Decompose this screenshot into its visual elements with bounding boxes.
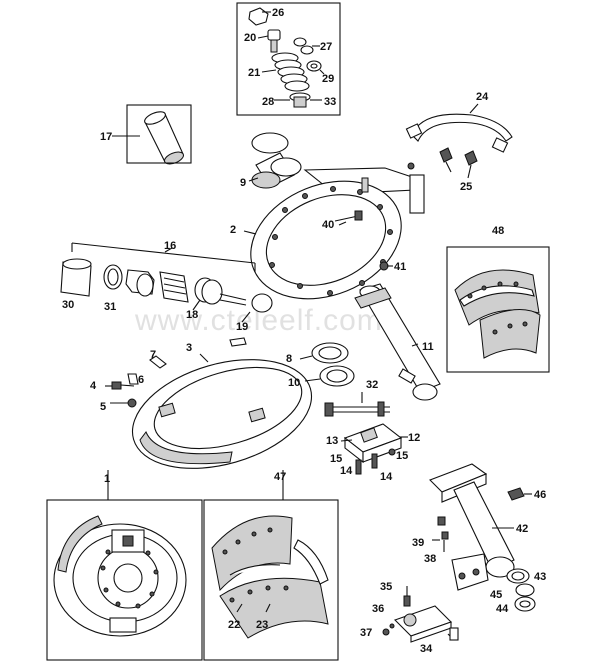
callout-43: 43: [534, 571, 546, 583]
callout-46: 46: [534, 489, 546, 501]
callout-26: 26: [272, 7, 284, 19]
callout-2: 2: [230, 224, 236, 236]
part-2-spider-plate: [243, 162, 425, 300]
callout-41: 41: [394, 261, 406, 273]
callout-14b: 14: [380, 471, 393, 483]
callout-42: 42: [516, 523, 528, 535]
callout-8: 8: [286, 353, 292, 365]
part-47-linings-box: [203, 470, 339, 661]
callout-11: 11: [422, 341, 434, 353]
callout-44: 44: [496, 603, 509, 615]
callout-19: 19: [236, 321, 248, 333]
detail-box-top: [236, 2, 341, 116]
part-17-bushing: [112, 104, 192, 165]
callout-16: 16: [164, 240, 176, 252]
part-9-sleeve: [248, 132, 302, 189]
callout-40: 40: [322, 219, 334, 231]
small-parts-4-7: [105, 337, 247, 408]
callout-6: 6: [138, 374, 144, 386]
callout-12: 12: [408, 432, 420, 444]
callout-29: 29: [322, 73, 334, 85]
parts-34-39-adjuster: [382, 516, 459, 643]
callout-14a: 14: [340, 465, 353, 477]
part-16-assembly: [60, 242, 273, 323]
callout-38: 38: [424, 553, 436, 565]
callout-39: 39: [412, 537, 424, 549]
part-11-camshaft: [354, 283, 441, 401]
callout-7: 7: [150, 349, 156, 361]
callout-37: 37: [360, 627, 372, 639]
callout-20: 20: [244, 32, 256, 44]
callout-9: 9: [240, 177, 246, 189]
callout-24: 24: [476, 91, 489, 103]
callout-1: 1: [104, 473, 110, 485]
callout-23: 23: [256, 619, 268, 631]
callout-27: 27: [320, 41, 332, 53]
callout-13: 13: [326, 435, 338, 447]
callout-33: 33: [324, 96, 336, 108]
callout-4: 4: [90, 380, 97, 392]
callout-25: 25: [460, 181, 472, 193]
callout-36: 36: [372, 603, 384, 615]
callout-30: 30: [62, 299, 74, 311]
callout-labels: 1 2 3 4 5 6 7 8 9 10 11 12 13 14 14 15 1…: [62, 7, 546, 655]
part-24-clamp: [405, 103, 513, 153]
part-25-fittings: [439, 147, 478, 179]
callout-31: 31: [104, 301, 116, 313]
callout-5: 5: [100, 401, 106, 413]
callout-45: 45: [490, 589, 502, 601]
callout-47: 47: [274, 471, 286, 483]
callout-35: 35: [380, 581, 392, 593]
callout-28: 28: [262, 96, 274, 108]
parts-12-15-bracket: [340, 423, 408, 475]
part-3-drum: [131, 353, 313, 469]
part-42-chamber-bracket: [429, 463, 532, 591]
callout-34: 34: [420, 643, 433, 655]
callout-15b: 15: [396, 450, 408, 462]
callout-48: 48: [492, 225, 504, 237]
part-32-bolt: [324, 392, 390, 417]
callout-3: 3: [186, 342, 192, 354]
parts-43-45-rings: [506, 568, 536, 612]
callout-18: 18: [186, 309, 198, 321]
callout-17: 17: [100, 131, 112, 143]
part-1-assembly-box: [46, 470, 203, 661]
callout-32: 32: [366, 379, 378, 391]
callout-22: 22: [228, 619, 240, 631]
parts-8-10-seals: [299, 342, 355, 387]
part-48-linings: [446, 246, 550, 373]
callout-21: 21: [248, 67, 260, 79]
callout-15a: 15: [330, 453, 342, 465]
callout-10: 10: [288, 377, 300, 389]
